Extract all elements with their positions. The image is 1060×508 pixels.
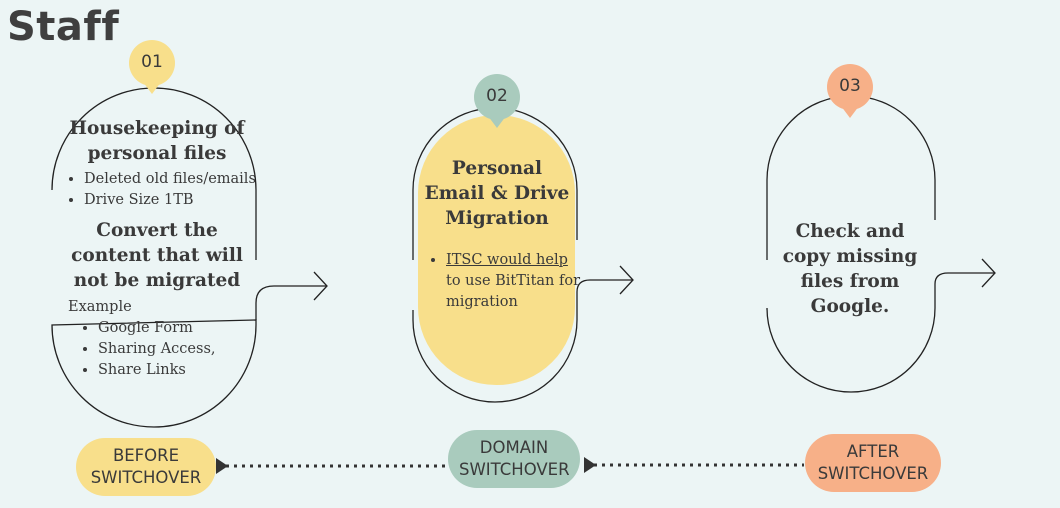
step-3-connector bbox=[934, 272, 994, 290]
bullet-text: migration bbox=[446, 294, 518, 310]
step-1-example-bullets: Google Form Sharing Access, Share Links bbox=[80, 318, 216, 381]
step-2-capsule bbox=[418, 115, 575, 385]
list-item: Deleted old files/emails bbox=[84, 169, 256, 190]
step-2-badge: 02 bbox=[474, 74, 520, 120]
step-1-heading-housekeeping: Housekeeping of personal files bbox=[69, 118, 245, 164]
pill-label: AFTER SWITCHOVER bbox=[817, 442, 929, 483]
list-item: ITSC would help to use BitTitan for migr… bbox=[446, 250, 606, 313]
step-2-connector bbox=[576, 279, 632, 300]
step-1-badge: 01 bbox=[129, 40, 175, 86]
step-1-heading-convert: Convert the content that will not be mig… bbox=[71, 220, 243, 291]
timeline-after-switchover: AFTER SWITCHOVER bbox=[805, 434, 941, 492]
step-1-connector bbox=[255, 285, 326, 320]
timeline-domain-switchover: DOMAIN SWITCHOVER bbox=[448, 430, 580, 488]
list-item: Google Form bbox=[98, 318, 216, 339]
page-title: Staff bbox=[7, 4, 120, 50]
pill-label: DOMAIN SWITCHOVER bbox=[459, 438, 570, 479]
list-item: Sharing Access, bbox=[98, 339, 216, 360]
step-3-heading: Check and copy missing files from Google… bbox=[782, 221, 918, 317]
step-2-heading: Personal Email & Drive Migration bbox=[424, 158, 570, 229]
step-1-bullets: Deleted old files/emails Drive Size 1TB bbox=[66, 169, 256, 211]
timeline-arrowhead-2 bbox=[584, 457, 596, 473]
pill-label: BEFORE SWITCHOVER bbox=[90, 446, 202, 487]
itsc-help-link[interactable]: ITSC would help bbox=[446, 252, 568, 268]
step-1-arrowhead bbox=[313, 271, 328, 301]
timeline-before-switchover: BEFORE SWITCHOVER bbox=[76, 438, 216, 496]
step-3-arrowhead bbox=[981, 258, 996, 288]
list-item: Drive Size 1TB bbox=[84, 190, 256, 211]
list-item: Share Links bbox=[98, 360, 216, 381]
bullet-text: to use BitTitan for bbox=[446, 273, 581, 289]
step-2-bullets: ITSC would help to use BitTitan for migr… bbox=[428, 250, 606, 313]
step-1-example-label: Example bbox=[68, 299, 132, 315]
timeline-arrowhead-1 bbox=[216, 458, 228, 474]
step-2-arrowhead bbox=[619, 265, 634, 295]
step-3-badge: 03 bbox=[827, 64, 873, 110]
